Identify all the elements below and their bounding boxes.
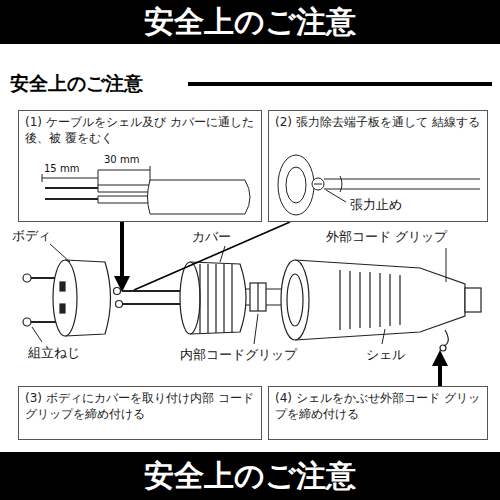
part-name: 張力止め bbox=[350, 197, 402, 213]
terminal-plate bbox=[278, 155, 480, 215]
heading-rule bbox=[188, 82, 492, 86]
instruction-text: (1) ケーブルをシェル及び カバーに通した後、被 覆をむく bbox=[19, 111, 261, 150]
part-name: 組立ねじ bbox=[28, 345, 80, 361]
band-text: 安全上のご注意 bbox=[0, 458, 500, 494]
pointer-arrows bbox=[122, 222, 440, 386]
dimension: 15 mm bbox=[44, 163, 79, 175]
part-name: カバー bbox=[192, 229, 231, 245]
connector-exploded-view bbox=[23, 260, 481, 351]
part-name: ボディ bbox=[12, 228, 51, 244]
top-band bbox=[0, 0, 500, 44]
title-band-text: 安全上のご注意 bbox=[0, 4, 500, 40]
part-name: シェル bbox=[366, 347, 405, 363]
bottom-band bbox=[0, 452, 500, 500]
instruction-text: (3) ボディにカバーを取り付け内部 コードグリップを締め付ける bbox=[19, 387, 261, 426]
part-name: 内部コードグリップ bbox=[180, 347, 297, 363]
part-name: 外部コード グリップ bbox=[326, 229, 447, 245]
instruction-box: (4) シェルをかぶせ外部コード グリップを締め付ける bbox=[268, 386, 488, 440]
dimension: 30 mm bbox=[104, 154, 139, 166]
leader-lines bbox=[32, 244, 446, 344]
instruction-box: (3) ボディにカバーを取り付け内部 コードグリップを締め付ける bbox=[18, 386, 262, 440]
instruction-text: (4) シェルをかぶせ外部コード グリップを締め付ける bbox=[269, 387, 487, 426]
instruction-text: (2) 張力除去端子板を通して 結線する bbox=[269, 111, 487, 135]
section-heading: 安全上のご注意 bbox=[10, 72, 143, 95]
leader-line bbox=[326, 190, 346, 202]
